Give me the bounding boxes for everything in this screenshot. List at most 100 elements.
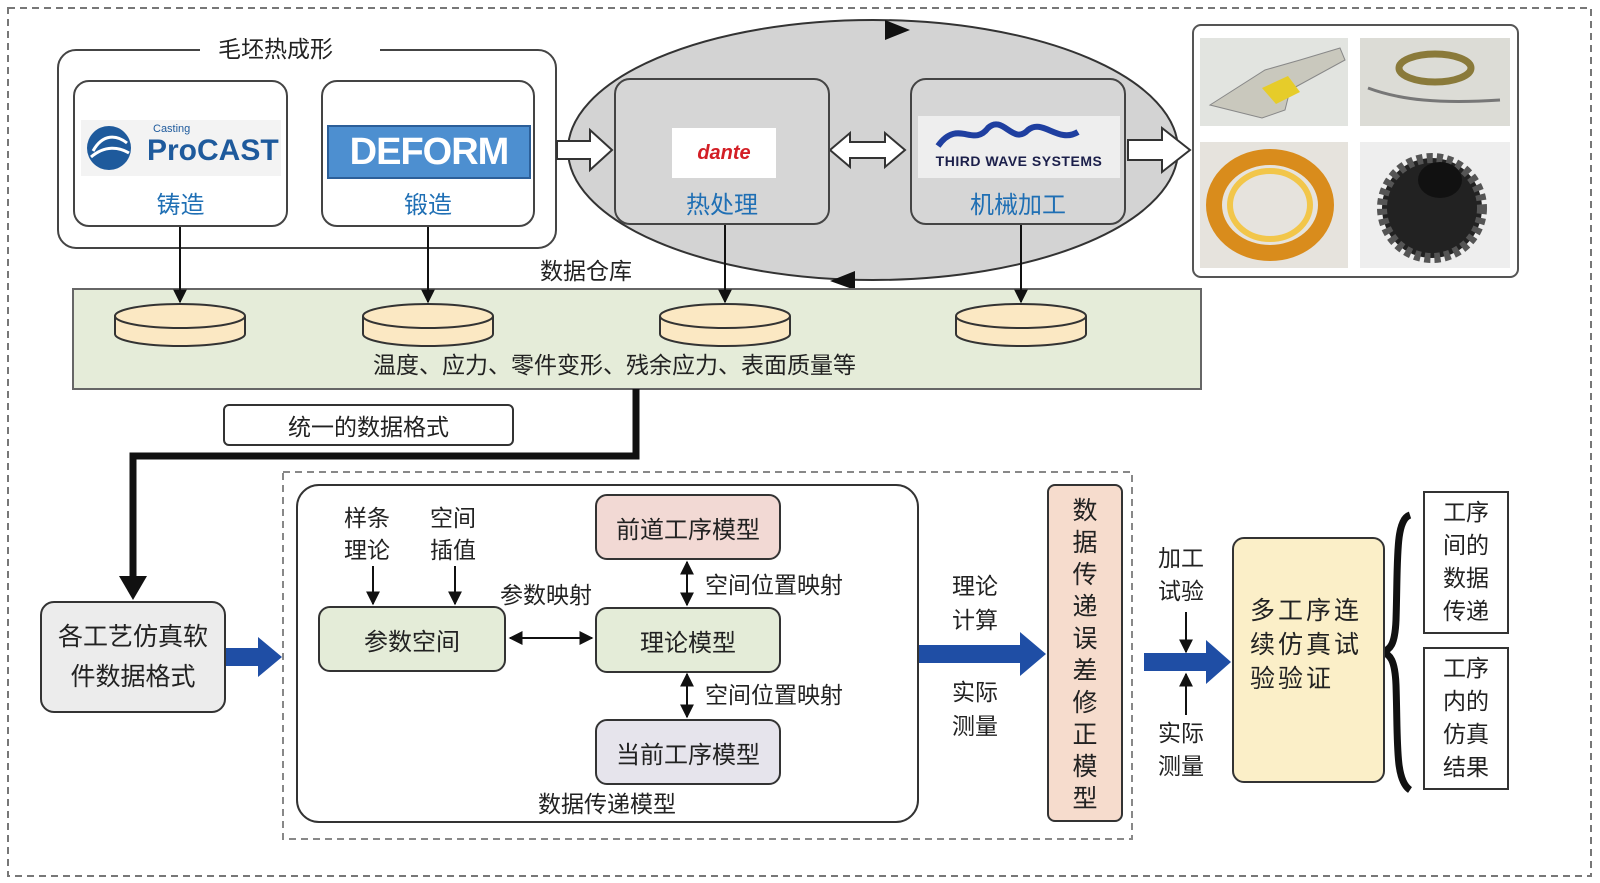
blank-forming-title-gap	[200, 40, 380, 60]
disk-2	[362, 303, 494, 347]
software-format-box[interactable]: 各工艺仿真软 件数据格式	[40, 601, 226, 713]
machining-card[interactable]: THIRD WAVE SYSTEMS 机械加工	[910, 78, 1126, 225]
pos-map-top-label: 空间位置映射	[705, 573, 843, 599]
machining-test-line-1: 加工	[1158, 546, 1204, 572]
spline-line-1: 样条	[344, 506, 390, 532]
procast-wordmark: ProCAST	[147, 134, 279, 167]
error-char-3: 传	[1072, 560, 1098, 589]
heat-treatment-label: 热处理	[686, 190, 758, 219]
unified-format-label: 统一的数据格式	[288, 415, 449, 441]
procast-logo: Casting ProCAST	[81, 120, 281, 176]
error-char-6: 差	[1072, 656, 1098, 685]
param-space-box[interactable]: 参数空间	[318, 606, 506, 672]
hollow-arrow-photos	[1127, 125, 1192, 175]
prev-model-label: 前道工序模型	[616, 515, 760, 544]
theory-calc-label: 理论 计算	[952, 570, 998, 638]
dante-wordmark: dante	[697, 141, 751, 164]
third-wave-wave-icon	[935, 121, 1080, 148]
hollow-arrow-forming	[556, 127, 614, 173]
actual-measure-line-2: 测量	[952, 714, 998, 740]
prev-model-box[interactable]: 前道工序模型	[595, 494, 781, 560]
current-model-box[interactable]: 当前工序模型	[595, 719, 781, 785]
result-bottom-line-2: 内的	[1443, 689, 1489, 715]
error-char-7: 修	[1072, 688, 1098, 717]
casting-card[interactable]: Casting ProCAST 铸造	[73, 80, 288, 227]
result-bottom-line-4: 结果	[1443, 755, 1489, 781]
error-char-8: 正	[1072, 720, 1098, 749]
results-brace	[1380, 511, 1413, 793]
actual-measure2-line-1: 实际	[1158, 721, 1204, 747]
procast-sub: Casting	[153, 123, 191, 135]
thick-flow-arrowhead	[119, 576, 147, 600]
actual-measure2-label: 实际 测量	[1158, 718, 1204, 784]
machining-test-line-2: 试验	[1158, 579, 1204, 605]
spline-line-2: 理论	[344, 538, 390, 564]
interp-line-2: 插值	[430, 538, 476, 564]
theory-model-label: 理论模型	[640, 628, 736, 657]
theory-model-box[interactable]: 理论模型	[595, 607, 781, 673]
photo-bearing-ring-shape	[1206, 149, 1334, 261]
deform-logo: DEFORM	[327, 125, 531, 179]
outer-dashed-frame	[7, 7, 1592, 877]
result-top-box[interactable]: 工序 间的 数据 传递	[1423, 491, 1509, 634]
error-char-5: 误	[1072, 624, 1098, 653]
disk-4	[955, 303, 1087, 347]
actual-measure2-line-2: 测量	[1158, 754, 1204, 780]
error-char-2: 据	[1072, 528, 1098, 557]
disk-3	[659, 303, 791, 347]
heat-treatment-card[interactable]: dante 热处理	[614, 78, 830, 225]
forging-label: 锻造	[404, 190, 452, 219]
blue-arrow-software	[226, 637, 282, 677]
error-char-10: 型	[1072, 784, 1098, 813]
result-top-line-1: 工序	[1443, 500, 1489, 526]
spline-theory-label: 样条 理论	[344, 503, 390, 567]
casting-label: 铸造	[156, 190, 205, 219]
pos-map-bottom-label: 空间位置映射	[705, 683, 843, 709]
param-map-label: 参数映射	[500, 583, 592, 609]
third-wave-wordmark: THIRD WAVE SYSTEMS	[935, 153, 1103, 169]
third-wave-logo: THIRD WAVE SYSTEMS	[918, 116, 1120, 178]
procast-swirl-icon	[87, 126, 131, 170]
error-char-4: 递	[1072, 592, 1098, 621]
forging-card[interactable]: DEFORM 锻造	[321, 80, 535, 227]
transfer-model-title: 数据传递模型	[538, 792, 676, 818]
photo-gear-ring-shape	[1395, 50, 1475, 86]
theory-calc-line-2: 计算	[952, 608, 998, 634]
actual-measure-label: 实际 测量	[952, 676, 998, 744]
cycle-arrow-bottom	[830, 271, 855, 290]
error-char-1: 数	[1072, 496, 1098, 525]
result-top-line-4: 传递	[1443, 599, 1489, 625]
machining-label: 机械加工	[970, 190, 1066, 219]
space-interp-label: 空间 插值	[430, 503, 476, 567]
param-space-label: 参数空间	[364, 627, 460, 656]
photo-ring-strip	[1367, 86, 1501, 103]
interp-line-1: 空间	[430, 506, 476, 532]
photo-gear-hub	[1418, 162, 1462, 198]
current-model-label: 当前工序模型	[616, 740, 760, 769]
photo-tool-yellow	[1262, 76, 1300, 104]
thick-flow-arrow	[129, 389, 640, 578]
blank-forming-title: 毛坯热成形	[218, 37, 333, 63]
photo-bearing-inner	[1227, 168, 1313, 242]
machining-test-label: 加工 试验	[1158, 543, 1204, 609]
verification-box[interactable]: 多工序连 续仿真试 验验证	[1232, 537, 1385, 783]
result-top-line-3: 数据	[1443, 566, 1489, 592]
cycle-arrow-top	[885, 20, 910, 40]
error-model-box[interactable]: 数 据 传 递 误 差 修 正 模 型	[1047, 484, 1123, 822]
unified-format-box: 统一的数据格式	[223, 404, 514, 446]
deform-wordmark: DEFORM	[349, 130, 510, 173]
software-format-line-1: 各工艺仿真软	[57, 622, 208, 651]
result-bottom-box[interactable]: 工序 内的 仿真 结果	[1423, 647, 1509, 790]
disk-1	[114, 303, 246, 347]
result-top-line-2: 间的	[1443, 533, 1489, 559]
warehouse-title: 数据仓库	[540, 259, 632, 285]
result-bottom-line-1: 工序	[1443, 656, 1489, 682]
verification-line-3: 验验证	[1250, 664, 1335, 693]
result-bottom-line-3: 仿真	[1443, 722, 1489, 748]
software-format-line-2: 件数据格式	[70, 662, 196, 691]
verification-line-2: 续仿真试	[1250, 630, 1363, 659]
error-char-9: 模	[1072, 752, 1098, 781]
blue-arrow-verification	[1144, 640, 1231, 684]
actual-measure-line-1: 实际	[952, 680, 998, 706]
hollow-double-arrow	[828, 130, 907, 170]
